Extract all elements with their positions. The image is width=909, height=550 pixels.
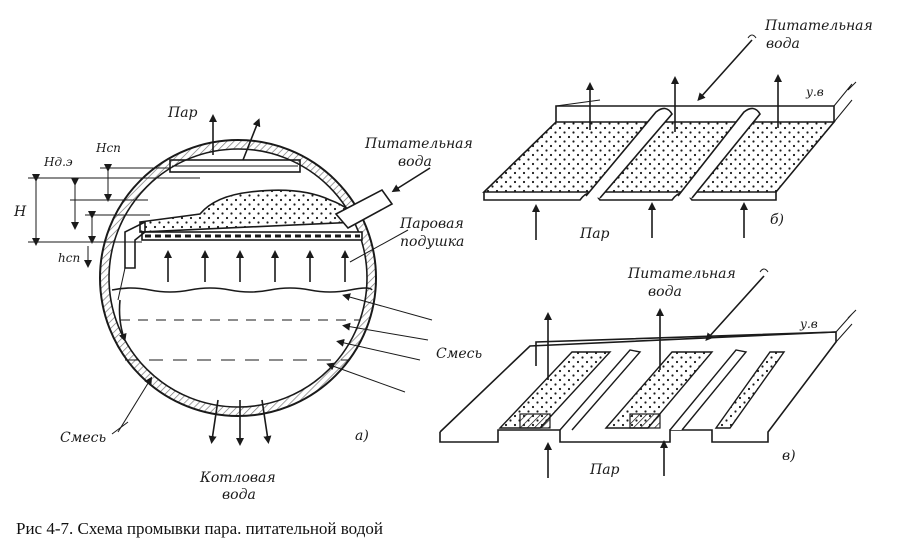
label-figure-b: б) — [770, 212, 784, 228]
label-steam-cushion-2: подушка — [400, 234, 464, 250]
feedwater-layer — [139, 189, 360, 233]
trough-b-1 — [585, 107, 673, 199]
label-boiler-water-1: Котловая — [199, 470, 276, 486]
label-feedwater-c-2: вода — [648, 284, 682, 300]
feed-pipe — [334, 188, 394, 230]
label-feedwater-c-1: Питательная — [627, 266, 736, 282]
drum-inner-wall — [108, 148, 368, 408]
steam-separator-plate — [169, 159, 301, 173]
trough-c-3 — [714, 351, 786, 429]
dimension-lines — [28, 164, 200, 268]
sheet-c-top — [439, 331, 837, 433]
label-steam-top: Пар — [167, 105, 198, 121]
figure-caption: Рис 4-7. Схема промывки пара. питательно… — [16, 519, 383, 538]
trough-c-end-1 — [519, 413, 551, 429]
circulation-arrow — [118, 299, 127, 342]
washing-sheet — [141, 231, 363, 241]
label-level-b: у.в — [805, 85, 824, 99]
mixture-in-arrow-left — [117, 376, 153, 433]
side-box — [124, 220, 146, 269]
label-figure-a: a) — [355, 428, 369, 444]
steam-out-arrow — [242, 118, 261, 161]
figure-b: Питательная вода у.в Пар б) — [482, 18, 873, 242]
drum-outer-wall — [99, 139, 377, 417]
trough-b-2 — [677, 107, 761, 199]
label-feedwater-b-2: вода — [766, 36, 800, 52]
figure-a-drum: Пар Hсп Hд.э H hсп Питательная вода Паро… — [13, 105, 482, 503]
label-level-c: у.в — [799, 317, 818, 331]
label-h-main: H — [13, 204, 27, 220]
feedwater-arrow — [391, 167, 431, 193]
label-h-de: Hд.э — [43, 155, 73, 169]
label-steam-b: Пар — [579, 226, 610, 242]
label-feedwater-b-1: Питательная — [764, 18, 873, 34]
sheet-b-front-edge — [483, 192, 777, 201]
sheet-b-surface — [482, 121, 836, 193]
boiler-water-arrows — [208, 399, 272, 446]
sheet-c-water-wall — [535, 331, 837, 366]
water-surface — [111, 287, 373, 293]
label-mixture-right: Смесь — [436, 346, 482, 362]
trough-c-end-2 — [629, 413, 661, 429]
sheet-b-water-wall — [555, 105, 835, 122]
label-steam-c: Пар — [589, 462, 620, 478]
label-figure-c: в) — [782, 448, 796, 464]
label-mixture-left: Смесь — [60, 430, 106, 446]
label-boiler-water-2: вода — [222, 487, 256, 503]
label-feedwater-a-2: вода — [398, 154, 432, 170]
mixture-in-arrows — [326, 293, 433, 393]
steam-rise-arrows — [164, 250, 349, 282]
trough-c-1 — [498, 351, 612, 429]
label-h-sp-low: hсп — [58, 251, 80, 265]
label-feedwater-a-1: Питательная — [364, 136, 473, 152]
drum-wall-hatching — [100, 140, 376, 416]
figure-c: Питательная вода у.в Пар в) — [439, 266, 857, 478]
sheet-c-base — [439, 332, 837, 443]
label-h-sp: Hсп — [95, 141, 121, 155]
label-steam-cushion-1: Паровая — [399, 216, 464, 232]
